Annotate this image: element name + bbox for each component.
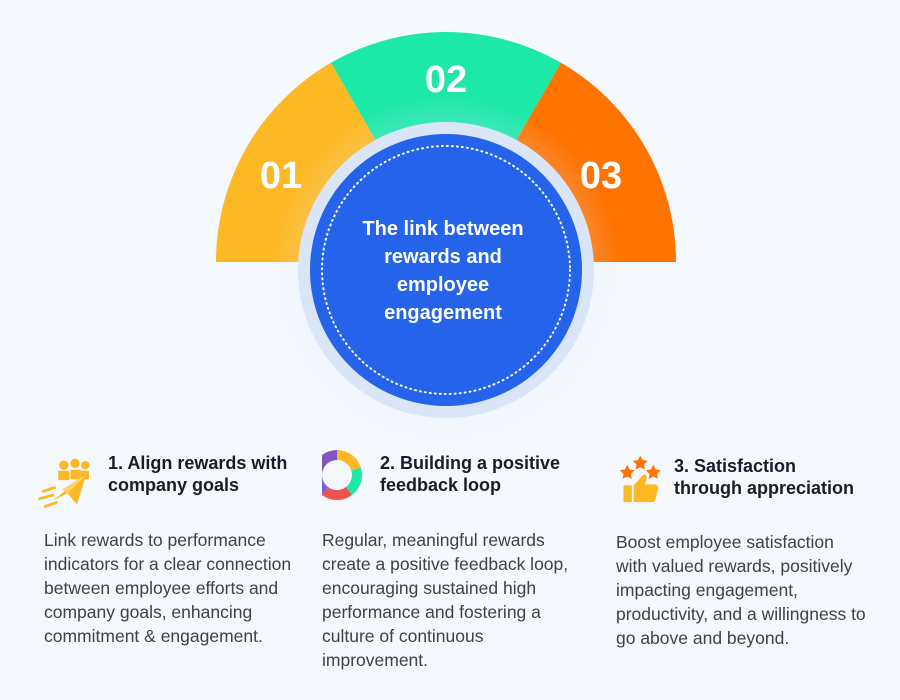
column-title: 3. Satisfaction through appreciation <box>674 456 854 498</box>
column-title: 2. Building a positive feedback loop <box>380 453 561 495</box>
column-body: Regular, meaningful rewards create a pos… <box>322 530 569 670</box>
segment-01 <box>216 62 385 262</box>
center-circle <box>310 134 582 406</box>
column-feedback-loop: 2. Building a positive feedback loop Reg… <box>322 448 574 672</box>
rocket-people-icon <box>38 458 90 508</box>
feedback-loop-icon <box>322 450 362 500</box>
column-body: Boost employee satisfaction with valued … <box>616 532 866 648</box>
thumbs-up-stars-icon <box>619 455 661 503</box>
center-dotted-ring <box>321 145 571 395</box>
column-satisfaction: 3. Satisfaction through appreciation Boo… <box>616 448 866 650</box>
rewards-engagement-diagram: 01 02 03 The link between rewards and em… <box>216 31 676 440</box>
segment-03 <box>507 62 676 262</box>
center-text-line-4: engagement <box>384 302 502 324</box>
column-align-rewards: 1. Align rewards with company goals Link… <box>38 448 300 648</box>
center-text-line-2: rewards and <box>384 246 502 268</box>
column-body: Link rewards to performance indicators f… <box>44 530 292 646</box>
column-title: 1. Align rewards with company goals <box>108 453 288 495</box>
center-text-line-3: employee <box>397 274 489 296</box>
segment-number-02: 02 <box>425 59 467 101</box>
center-text-line-1: The link between <box>362 218 523 240</box>
